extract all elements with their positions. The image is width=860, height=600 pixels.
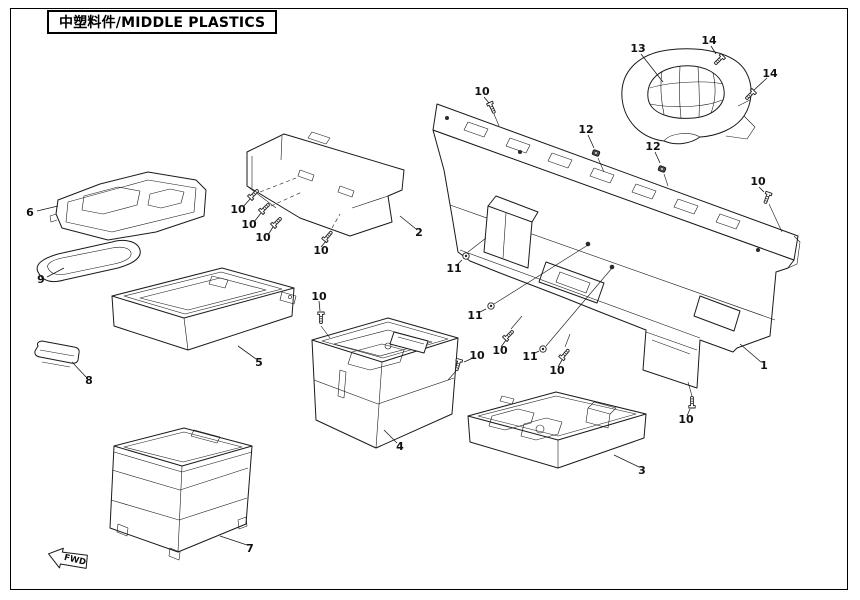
part-2-front-panel bbox=[246, 131, 405, 237]
clip-nut-icon bbox=[591, 148, 601, 158]
callout-10: 10 bbox=[474, 85, 490, 98]
callout-8: 8 bbox=[85, 374, 93, 387]
part-1-side-panel bbox=[432, 103, 801, 389]
bolt-icon bbox=[761, 190, 773, 205]
callout-11: 11 bbox=[522, 350, 537, 363]
bolt-icon bbox=[317, 311, 325, 325]
bolt-icon bbox=[486, 100, 498, 115]
callout-10: 10 bbox=[750, 175, 766, 188]
callout-3: 3 bbox=[638, 464, 646, 477]
page-title: 中塑料件/MIDDLE PLASTICS bbox=[59, 15, 266, 31]
part-6-tool-tray bbox=[49, 171, 207, 241]
fwd-arrow: FWD bbox=[48, 547, 88, 569]
part-7-storage-bin bbox=[109, 427, 253, 561]
callout-2: 2 bbox=[415, 226, 423, 239]
callout-1: 1 bbox=[760, 359, 768, 372]
callout-10: 10 bbox=[492, 344, 508, 357]
callout-13: 13 bbox=[630, 42, 645, 55]
part-9-seal-ring bbox=[36, 239, 141, 283]
callout-10: 10 bbox=[255, 231, 271, 244]
callout-12: 12 bbox=[578, 123, 593, 136]
bolt-icon bbox=[270, 215, 284, 229]
callout-10: 10 bbox=[549, 364, 565, 377]
callout-10: 10 bbox=[311, 290, 327, 303]
leader-lines bbox=[36, 45, 783, 546]
part-13-fender-cover bbox=[621, 48, 756, 145]
part-3-lower-tray bbox=[467, 391, 647, 469]
callout-7: 7 bbox=[246, 542, 254, 555]
callout-14: 14 bbox=[701, 34, 717, 47]
callout-10: 10 bbox=[313, 244, 329, 257]
rivet-icon bbox=[487, 302, 495, 310]
callout-11: 11 bbox=[446, 262, 461, 275]
callout-4: 4 bbox=[396, 440, 404, 453]
callout-9: 9 bbox=[37, 273, 45, 286]
fender-grid-lines bbox=[649, 65, 724, 119]
callout-6: 6 bbox=[26, 206, 34, 219]
callout-5: 5 bbox=[255, 356, 263, 369]
clip-nut-icon bbox=[657, 164, 667, 174]
title-box: 中塑料件/MIDDLE PLASTICS bbox=[47, 10, 278, 34]
bolt-icon bbox=[558, 347, 572, 362]
callout-14: 14 bbox=[762, 67, 778, 80]
part-8-handle-strip bbox=[34, 340, 80, 368]
callout-labels: 6 9 5 8 7 2 4 3 1 13 14 14 12 12 10 10 1… bbox=[26, 34, 778, 555]
panel-vent-slots bbox=[463, 121, 741, 230]
bolt-icon bbox=[688, 395, 696, 409]
rivet-icon bbox=[462, 252, 470, 260]
bolt-icon bbox=[453, 357, 464, 372]
callout-12: 12 bbox=[645, 140, 660, 153]
rivet-icon bbox=[539, 345, 547, 353]
callout-10: 10 bbox=[230, 203, 246, 216]
part-4-storage-box bbox=[311, 317, 459, 449]
callout-10: 10 bbox=[241, 218, 257, 231]
callout-11: 11 bbox=[467, 309, 482, 322]
bolt-icon bbox=[258, 201, 272, 215]
callout-10: 10 bbox=[469, 349, 485, 362]
bolt-icon bbox=[502, 328, 516, 342]
part-5-storage-tray bbox=[111, 267, 297, 351]
callout-10: 10 bbox=[678, 413, 694, 426]
bolt-icon bbox=[321, 229, 335, 244]
